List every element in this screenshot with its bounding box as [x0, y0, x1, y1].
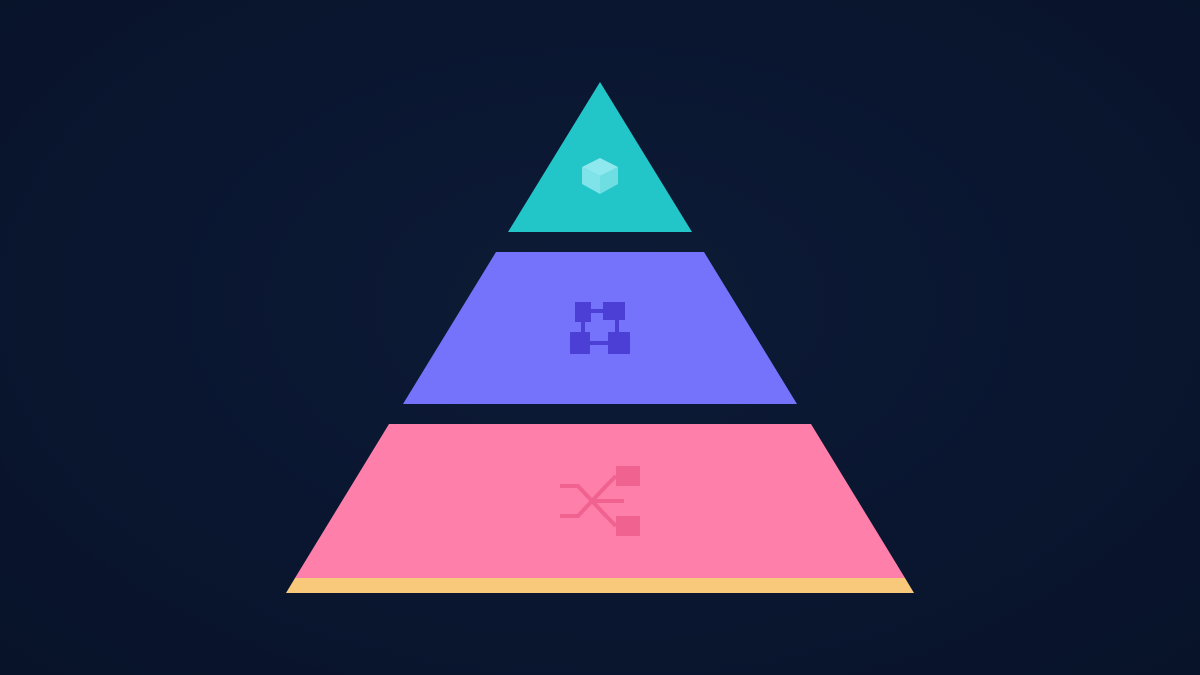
base-strip — [286, 578, 914, 593]
pyramid-tier-top — [508, 82, 692, 232]
tier-middle-shape — [403, 252, 797, 404]
network-blocks-icon — [570, 302, 630, 354]
pyramid-tier-middle — [403, 252, 797, 404]
pyramid-tier-bottom — [286, 424, 914, 593]
tier-top-shape — [508, 82, 692, 232]
cube-icon — [582, 158, 618, 194]
branch-connector-icon — [560, 466, 640, 536]
